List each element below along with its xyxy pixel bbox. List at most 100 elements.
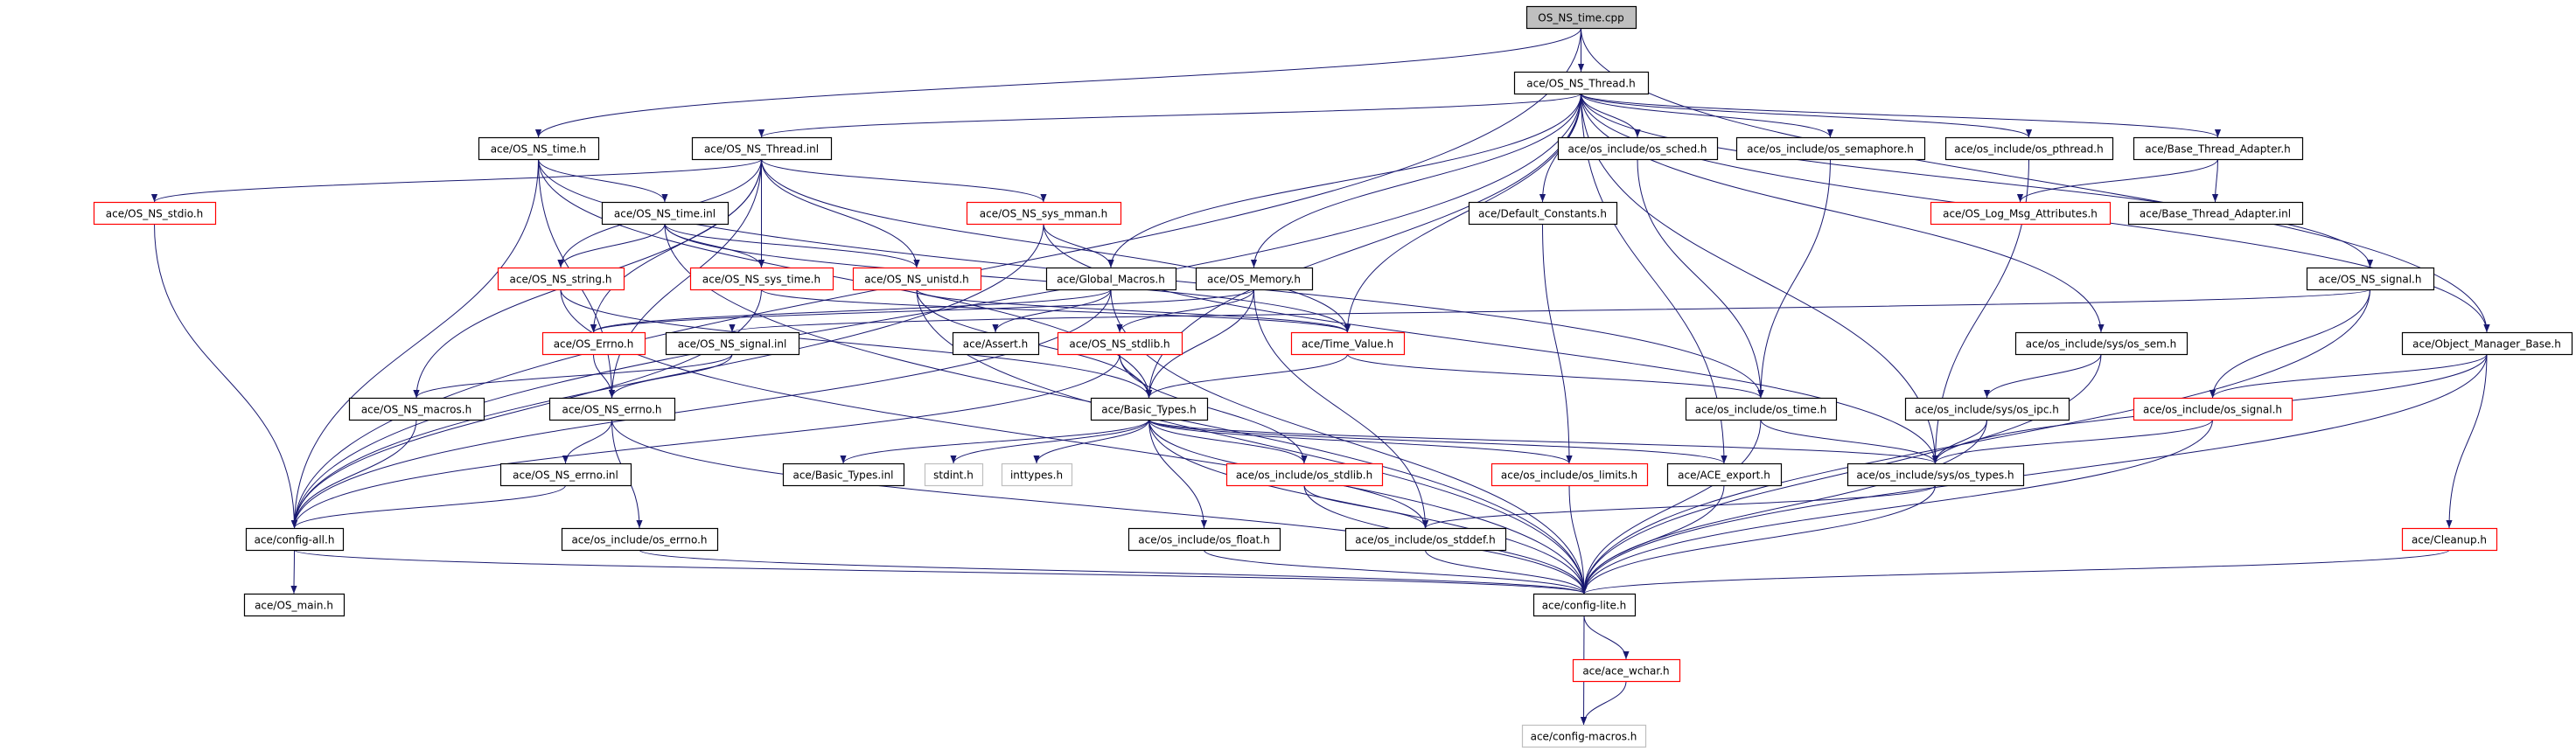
node-nssignal[interactable]: ace/OS_NS_signal.h: [2306, 267, 2435, 291]
node-box[interactable]: [1930, 201, 2112, 226]
node-basic_inl[interactable]: ace/Basic_Types.inl: [782, 462, 905, 487]
node-box[interactable]: [1090, 397, 1209, 421]
node-box[interactable]: [1904, 397, 2070, 421]
node-box[interactable]: [2014, 331, 2189, 356]
node-bta_h[interactable]: ace/Base_Thread_Adapter.h: [2133, 136, 2304, 161]
node-pthread[interactable]: ace/os_include/os_pthread.h: [1944, 136, 2114, 161]
node-box[interactable]: [1468, 201, 1618, 226]
node-box[interactable]: [1525, 5, 1637, 30]
node-time_inl[interactable]: ace/OS_NS_time.inl: [601, 201, 730, 226]
node-box[interactable]: [1001, 462, 1073, 487]
node-box[interactable]: [966, 201, 1122, 226]
node-box[interactable]: [1521, 724, 1647, 748]
node-limits[interactable]: ace/os_include/os_limits.h: [1490, 462, 1649, 487]
node-box[interactable]: [1572, 658, 1681, 683]
node-ossem[interactable]: ace/os_include/sys/os_sem.h: [2014, 331, 2189, 356]
node-signal_inl[interactable]: ace/OS_NS_signal.inl: [665, 331, 800, 356]
node-box[interactable]: [2133, 136, 2304, 161]
node-box[interactable]: [782, 462, 905, 487]
node-box[interactable]: [1846, 462, 2025, 487]
node-box[interactable]: [1666, 462, 1783, 487]
node-box[interactable]: [691, 136, 833, 161]
node-nsstdlib[interactable]: ace/OS_NS_stdlib.h: [1057, 331, 1183, 356]
node-ostime[interactable]: ace/os_include/os_time.h: [1685, 397, 1838, 421]
node-cleanup[interactable]: ace/Cleanup.h: [2401, 527, 2498, 552]
node-box[interactable]: [1344, 527, 1507, 552]
node-box[interactable]: [243, 593, 346, 617]
node-time_h[interactable]: ace/OS_NS_time.h: [478, 136, 600, 161]
node-box[interactable]: [1685, 397, 1838, 421]
node-box[interactable]: [665, 331, 800, 356]
node-configall[interactable]: ace/config-all.h: [245, 527, 345, 552]
node-box[interactable]: [1127, 527, 1281, 552]
node-unistd[interactable]: ace/OS_NS_unistd.h: [852, 267, 982, 291]
node-assert[interactable]: ace/Assert.h: [952, 331, 1040, 356]
node-ossignal[interactable]: ace/os_include/os_signal.h: [2133, 397, 2293, 421]
node-string[interactable]: ace/OS_NS_string.h: [497, 267, 625, 291]
node-oserrno_cls[interactable]: ace/OS_Errno.h: [541, 331, 646, 356]
node-box[interactable]: [1532, 593, 1637, 617]
node-box[interactable]: [478, 136, 600, 161]
node-omb[interactable]: ace/Object_Manager_Base.h: [2401, 331, 2573, 356]
node-box[interactable]: [1195, 267, 1314, 291]
node-osstdlib[interactable]: ace/os_include/os_stdlib.h: [1225, 462, 1384, 487]
node-box[interactable]: [601, 201, 730, 226]
node-box[interactable]: [1045, 267, 1177, 291]
node-nserrno[interactable]: ace/OS_NS_errno.h: [548, 397, 676, 421]
node-thread_inl[interactable]: ace/OS_NS_Thread.inl: [691, 136, 833, 161]
node-lite[interactable]: ace/config-lite.h: [1532, 593, 1637, 617]
node-box[interactable]: [1944, 136, 2114, 161]
node-types[interactable]: ace/os_include/sys/os_types.h: [1846, 462, 2025, 487]
node-osmain[interactable]: ace/OS_main.h: [243, 593, 346, 617]
node-inttypes[interactable]: inttypes.h: [1001, 462, 1073, 487]
node-ipc[interactable]: ace/os_include/sys/os_ipc.h: [1904, 397, 2070, 421]
node-box[interactable]: [1490, 462, 1649, 487]
node-box[interactable]: [548, 397, 676, 421]
node-stdint[interactable]: stdint.h: [924, 462, 984, 487]
node-export[interactable]: ace/ACE_export.h: [1666, 462, 1783, 487]
node-box[interactable]: [1513, 71, 1650, 95]
node-errno_inl[interactable]: ace/OS_NS_errno.inl: [499, 462, 632, 487]
node-wchar[interactable]: ace/ace_wchar.h: [1572, 658, 1681, 683]
node-box[interactable]: [2401, 527, 2498, 552]
node-box[interactable]: [1057, 331, 1183, 356]
node-box[interactable]: [852, 267, 982, 291]
node-box[interactable]: [2127, 201, 2304, 226]
node-thread_h[interactable]: ace/OS_NS_Thread.h: [1513, 71, 1650, 95]
node-cmacros[interactable]: ace/config-macros.h: [1521, 724, 1647, 748]
node-box[interactable]: [499, 462, 632, 487]
node-globmac[interactable]: ace/Global_Macros.h: [1045, 267, 1177, 291]
node-float[interactable]: ace/os_include/os_float.h: [1127, 527, 1281, 552]
node-sched[interactable]: ace/os_include/os_sched.h: [1557, 136, 1719, 161]
node-box[interactable]: [952, 331, 1040, 356]
node-stddef[interactable]: ace/os_include/os_stddef.h: [1344, 527, 1507, 552]
node-bta_inl[interactable]: ace/Base_Thread_Adapter.inl: [2127, 201, 2304, 226]
node-box[interactable]: [1290, 331, 1406, 356]
node-box[interactable]: [1735, 136, 1926, 161]
node-box[interactable]: [2133, 397, 2293, 421]
node-mman[interactable]: ace/OS_NS_sys_mman.h: [966, 201, 1122, 226]
node-box[interactable]: [348, 397, 485, 421]
node-basic[interactable]: ace/Basic_Types.h: [1090, 397, 1209, 421]
node-systime[interactable]: ace/OS_NS_sys_time.h: [689, 267, 834, 291]
node-timevalue[interactable]: ace/Time_Value.h: [1290, 331, 1406, 356]
node-box[interactable]: [497, 267, 625, 291]
node-cpp[interactable]: OS_NS_time.cpp: [1525, 5, 1637, 30]
node-box[interactable]: [93, 201, 217, 226]
node-box[interactable]: [2401, 331, 2573, 356]
node-box[interactable]: [689, 267, 834, 291]
node-macros[interactable]: ace/OS_NS_macros.h: [348, 397, 485, 421]
node-box[interactable]: [245, 527, 345, 552]
node-oserrno[interactable]: ace/os_include/os_errno.h: [561, 527, 719, 552]
node-semaphore[interactable]: ace/os_include/os_semaphore.h: [1735, 136, 1926, 161]
node-memory[interactable]: ace/OS_Memory.h: [1195, 267, 1314, 291]
node-box[interactable]: [541, 331, 646, 356]
node-box[interactable]: [561, 527, 719, 552]
node-defconst[interactable]: ace/Default_Constants.h: [1468, 201, 1618, 226]
node-box[interactable]: [2306, 267, 2435, 291]
node-logmsg[interactable]: ace/OS_Log_Msg_Attributes.h: [1930, 201, 2112, 226]
node-box[interactable]: [1225, 462, 1384, 487]
node-box[interactable]: [1557, 136, 1719, 161]
node-box[interactable]: [924, 462, 984, 487]
node-stdio[interactable]: ace/OS_NS_stdio.h: [93, 201, 217, 226]
